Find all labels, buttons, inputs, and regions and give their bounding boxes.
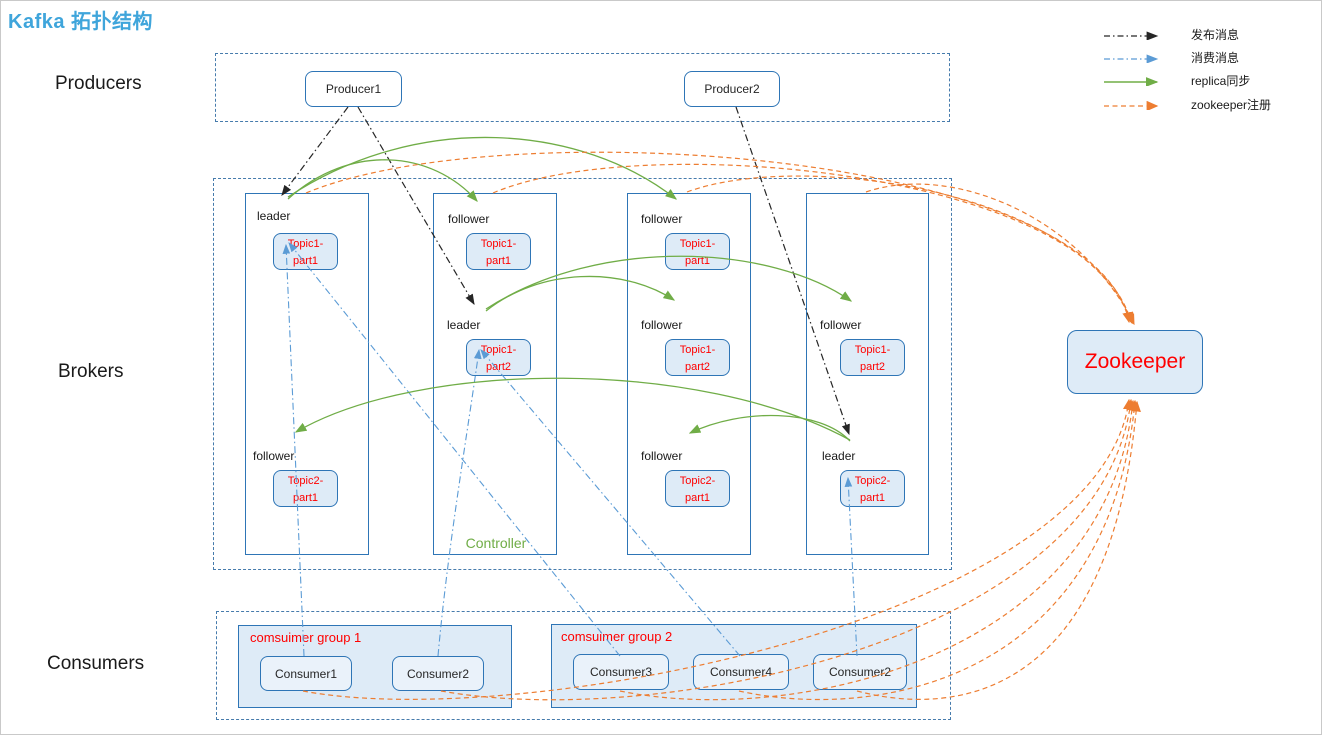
topic-line2: part2 — [485, 360, 512, 373]
publish-line-icon — [1104, 30, 1159, 40]
legend-item-publish: 发布消息 — [1103, 26, 1239, 43]
broker3-row3-role: follower — [641, 449, 683, 463]
legend-item-zookeeper-register: zookeeper注册 — [1103, 96, 1271, 113]
topic-line1: Topic1- — [679, 238, 716, 250]
diagram-title: Kafka 拓扑结构 — [8, 11, 154, 33]
topic-line1: Topic1- — [679, 344, 716, 356]
topic-line2: part1 — [684, 254, 711, 267]
broker2-row1-role: follower — [448, 212, 490, 226]
topic-line1: Topic1- — [854, 344, 891, 356]
topic-line2: part2 — [859, 360, 886, 373]
legend-item-replica-sync: replica同步 — [1103, 72, 1250, 89]
zookeeper-line-icon — [1104, 100, 1159, 110]
topic-line1: Topic1- — [287, 238, 324, 250]
topic-line1: Topic2- — [287, 475, 324, 487]
consumer2-node-group1: Consumer2 — [392, 656, 484, 691]
consumer1-node: Consumer1 — [260, 656, 352, 691]
broker1-row3-role: follower — [253, 449, 295, 463]
broker3-topic2-part1: Topic2- part1 — [665, 470, 730, 507]
broker3-row1-role: follower — [641, 212, 683, 226]
legend-label: replica同步 — [1191, 74, 1251, 88]
topic-line2: part1 — [292, 254, 319, 267]
legend-label: zookeeper注册 — [1191, 98, 1272, 112]
legend-label: 消费消息 — [1191, 51, 1240, 65]
broker3-topic1-part2: Topic1- part2 — [665, 339, 730, 376]
broker4-row3-role: leader — [822, 449, 856, 463]
broker2-row2-role: leader — [447, 318, 481, 332]
producer2-node: Producer2 — [684, 71, 780, 107]
broker4-topic1-part2: Topic1- part2 — [840, 339, 905, 376]
consumer-group1-label: comsuimer group 1 — [250, 630, 362, 645]
topic-line2: part1 — [292, 491, 319, 504]
broker1-topic1-part1: Topic1- part1 — [273, 233, 338, 270]
consume-line-icon — [1104, 53, 1159, 63]
brokers-section-label: Brokers — [58, 361, 124, 382]
topic-line2: part1 — [485, 254, 512, 267]
zookeeper-node: Zookeeper — [1067, 330, 1203, 394]
producer1-node: Producer1 — [305, 71, 402, 107]
replica-line-icon — [1104, 76, 1159, 86]
consumer-group2-label: comsuimer group 2 — [561, 629, 673, 644]
topic-line2: part2 — [684, 360, 711, 373]
broker2-topic1-part2: Topic1- part2 — [466, 339, 531, 376]
producers-region — [215, 53, 950, 122]
topic-line2: part1 — [684, 491, 711, 504]
broker4-topic2-part1: Topic2- part1 — [840, 470, 905, 507]
consumer3-node: Consumer3 — [573, 654, 669, 690]
consumer2-node-group2: Consumer2 — [813, 654, 907, 690]
controller-label: Controller — [465, 535, 527, 551]
topic-line1: Topic2- — [679, 475, 716, 487]
broker4-row2-role: follower — [820, 318, 862, 332]
topic-line1: Topic1- — [480, 238, 517, 250]
topic-line1: Topic1- — [480, 344, 517, 356]
broker1-row1-role: leader — [257, 209, 291, 223]
broker2-topic1-part1: Topic1- part1 — [466, 233, 531, 270]
legend-label: 发布消息 — [1191, 28, 1240, 42]
consumers-section-label: Consumers — [47, 653, 145, 674]
producers-section-label: Producers — [55, 73, 142, 94]
broker3-row2-role: follower — [641, 318, 683, 332]
topic-line1: Topic2- — [854, 475, 891, 487]
broker1-topic2-part1: Topic2- part1 — [273, 470, 338, 507]
consumer4-node: Consumer4 — [693, 654, 789, 690]
legend-item-consume: 消费消息 — [1103, 49, 1239, 66]
topic-line2: part1 — [859, 491, 886, 504]
broker3-topic1-part1: Topic1- part1 — [665, 233, 730, 270]
